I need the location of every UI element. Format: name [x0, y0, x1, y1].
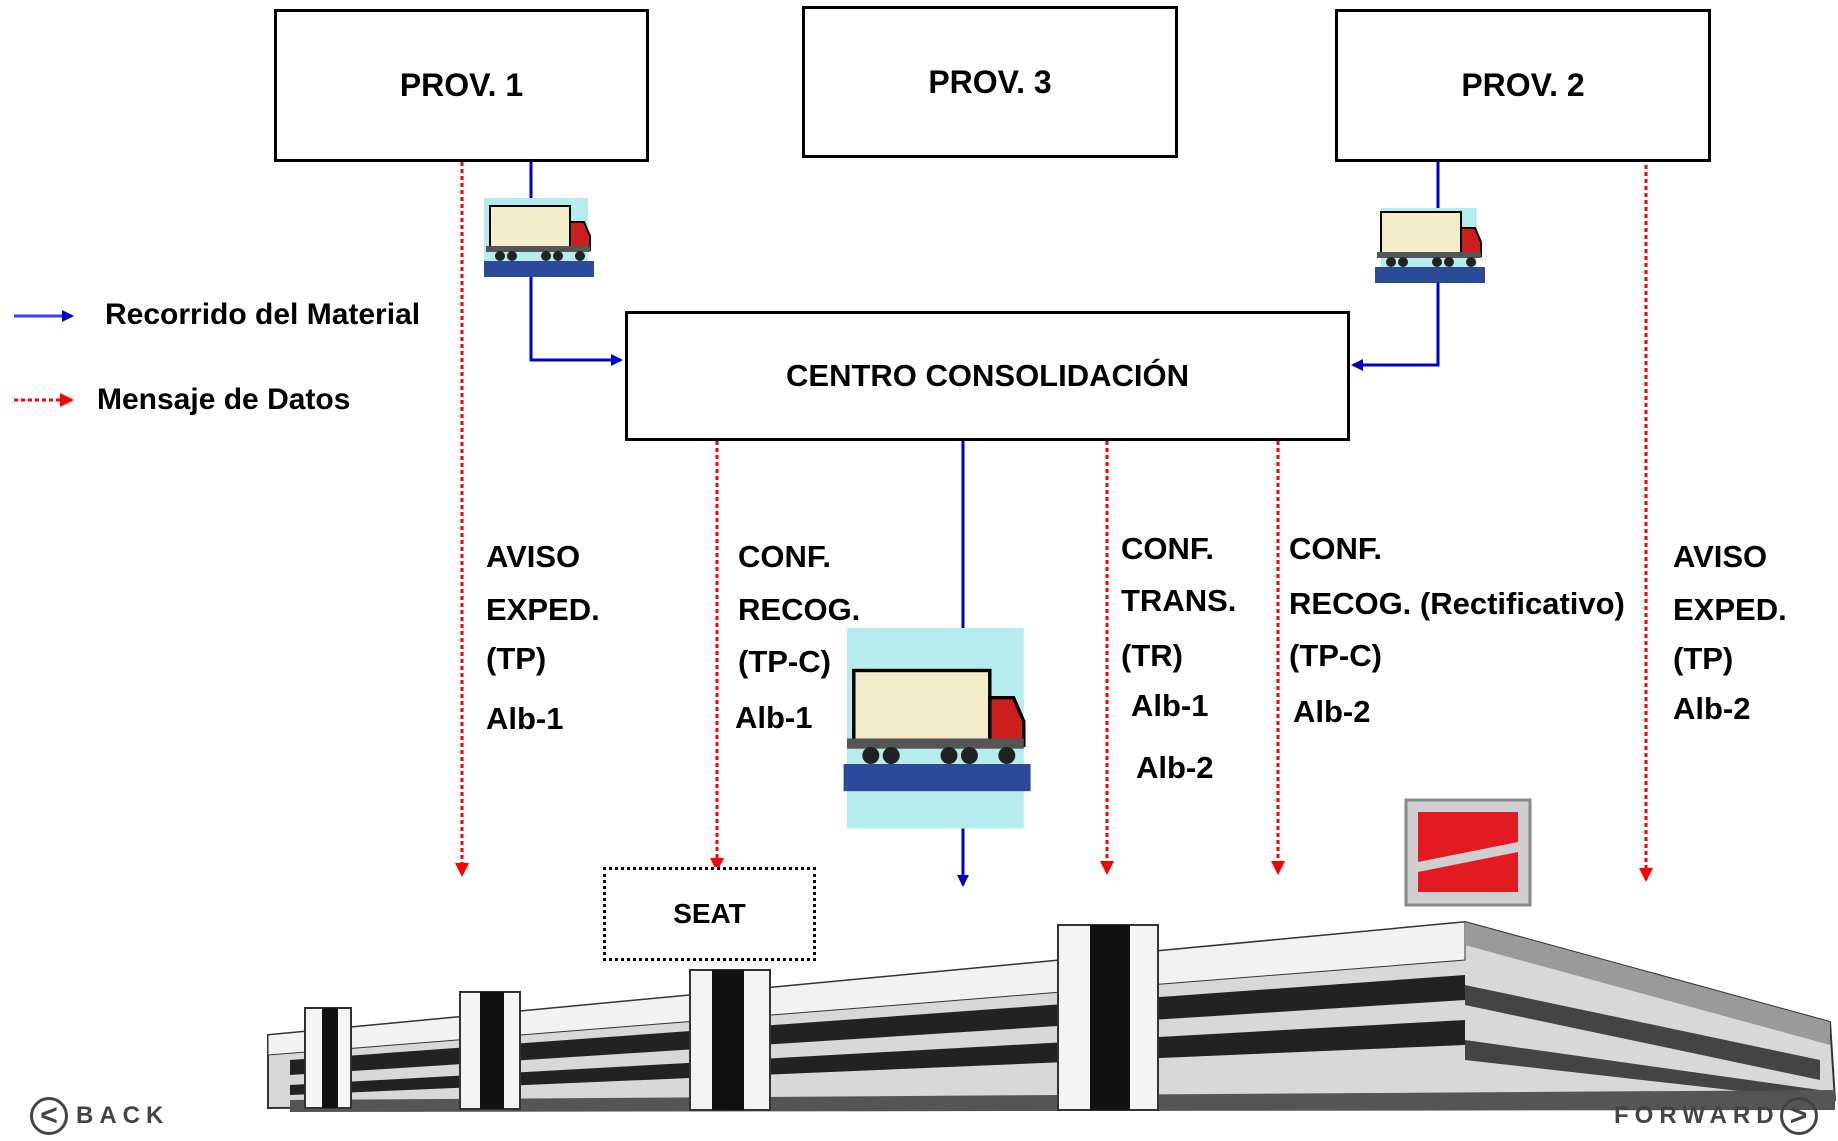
truck-icon	[841, 628, 1033, 829]
msg-aviso2-l4: Alb-2	[1673, 691, 1751, 726]
msg-aviso2-l2: EXPED.	[1673, 592, 1787, 627]
legend-data-label: Mensaje de Datos	[97, 383, 351, 416]
msg-conf-trans-l2: TRANS.	[1121, 583, 1237, 618]
prov3-box: PROV. 3	[802, 6, 1178, 158]
msg-conf-recog2-l2: RECOG. (Rectificativo)	[1289, 586, 1625, 621]
msg-conf-trans-l1: CONF.	[1121, 531, 1214, 566]
msg-aviso1-l3: (TP)	[486, 641, 547, 676]
msg-conf-recog1-l3: (TP-C)	[738, 644, 831, 679]
msg-conf-trans-l3: (TR)	[1121, 638, 1183, 673]
prov2-label: PROV. 2	[1461, 67, 1585, 103]
prov1-box: PROV. 1	[274, 9, 649, 162]
msg-aviso2-l3: (TP)	[1673, 641, 1734, 676]
msg-aviso1-l2: EXPED.	[486, 592, 600, 627]
msg-conf-trans-l5: Alb-2	[1136, 750, 1214, 785]
msg-conf-recog1-l2: RECOG.	[738, 592, 861, 627]
seat-box: SEAT	[603, 867, 816, 961]
prov2-box: PROV. 2	[1335, 9, 1711, 162]
msg-conf-trans-l4: Alb-1	[1131, 688, 1209, 723]
chevron-left-icon: <	[30, 1097, 68, 1135]
back-label: BACK	[76, 1102, 170, 1129]
chevron-right-icon: >	[1779, 1097, 1818, 1135]
centro-consolidacion-box: CENTRO CONSOLIDACIÓN	[625, 311, 1350, 441]
seat-logo-icon	[1404, 798, 1532, 907]
truck-icon	[1374, 208, 1486, 284]
legend-material-label: Recorrido del Material	[105, 298, 421, 331]
factory-building-icon	[267, 920, 1837, 1112]
centro-label: CENTRO CONSOLIDACIÓN	[786, 358, 1189, 393]
msg-aviso2-l1: AVISO	[1673, 539, 1768, 574]
msg-conf-recog2-l3: (TP-C)	[1289, 638, 1382, 673]
msg-conf-recog2-l1: CONF.	[1289, 531, 1382, 566]
back-button[interactable]: < BACK	[30, 1097, 169, 1135]
msg-aviso1-l1: AVISO	[486, 539, 581, 574]
msg-aviso1-l4: Alb-1	[486, 701, 564, 736]
seat-label: SEAT	[673, 898, 746, 929]
msg-conf-recog1-l1: CONF.	[738, 539, 831, 574]
msg-conf-recog2-l4: Alb-2	[1293, 694, 1371, 729]
prov3-label: PROV. 3	[928, 64, 1052, 100]
msg-conf-recog1-l4: Alb-1	[735, 700, 813, 735]
forward-label: FORWARD	[1614, 1102, 1780, 1129]
prov1-label: PROV. 1	[399, 67, 524, 103]
truck-icon	[483, 198, 595, 278]
forward-button[interactable]: FORWARD >	[1614, 1097, 1818, 1135]
